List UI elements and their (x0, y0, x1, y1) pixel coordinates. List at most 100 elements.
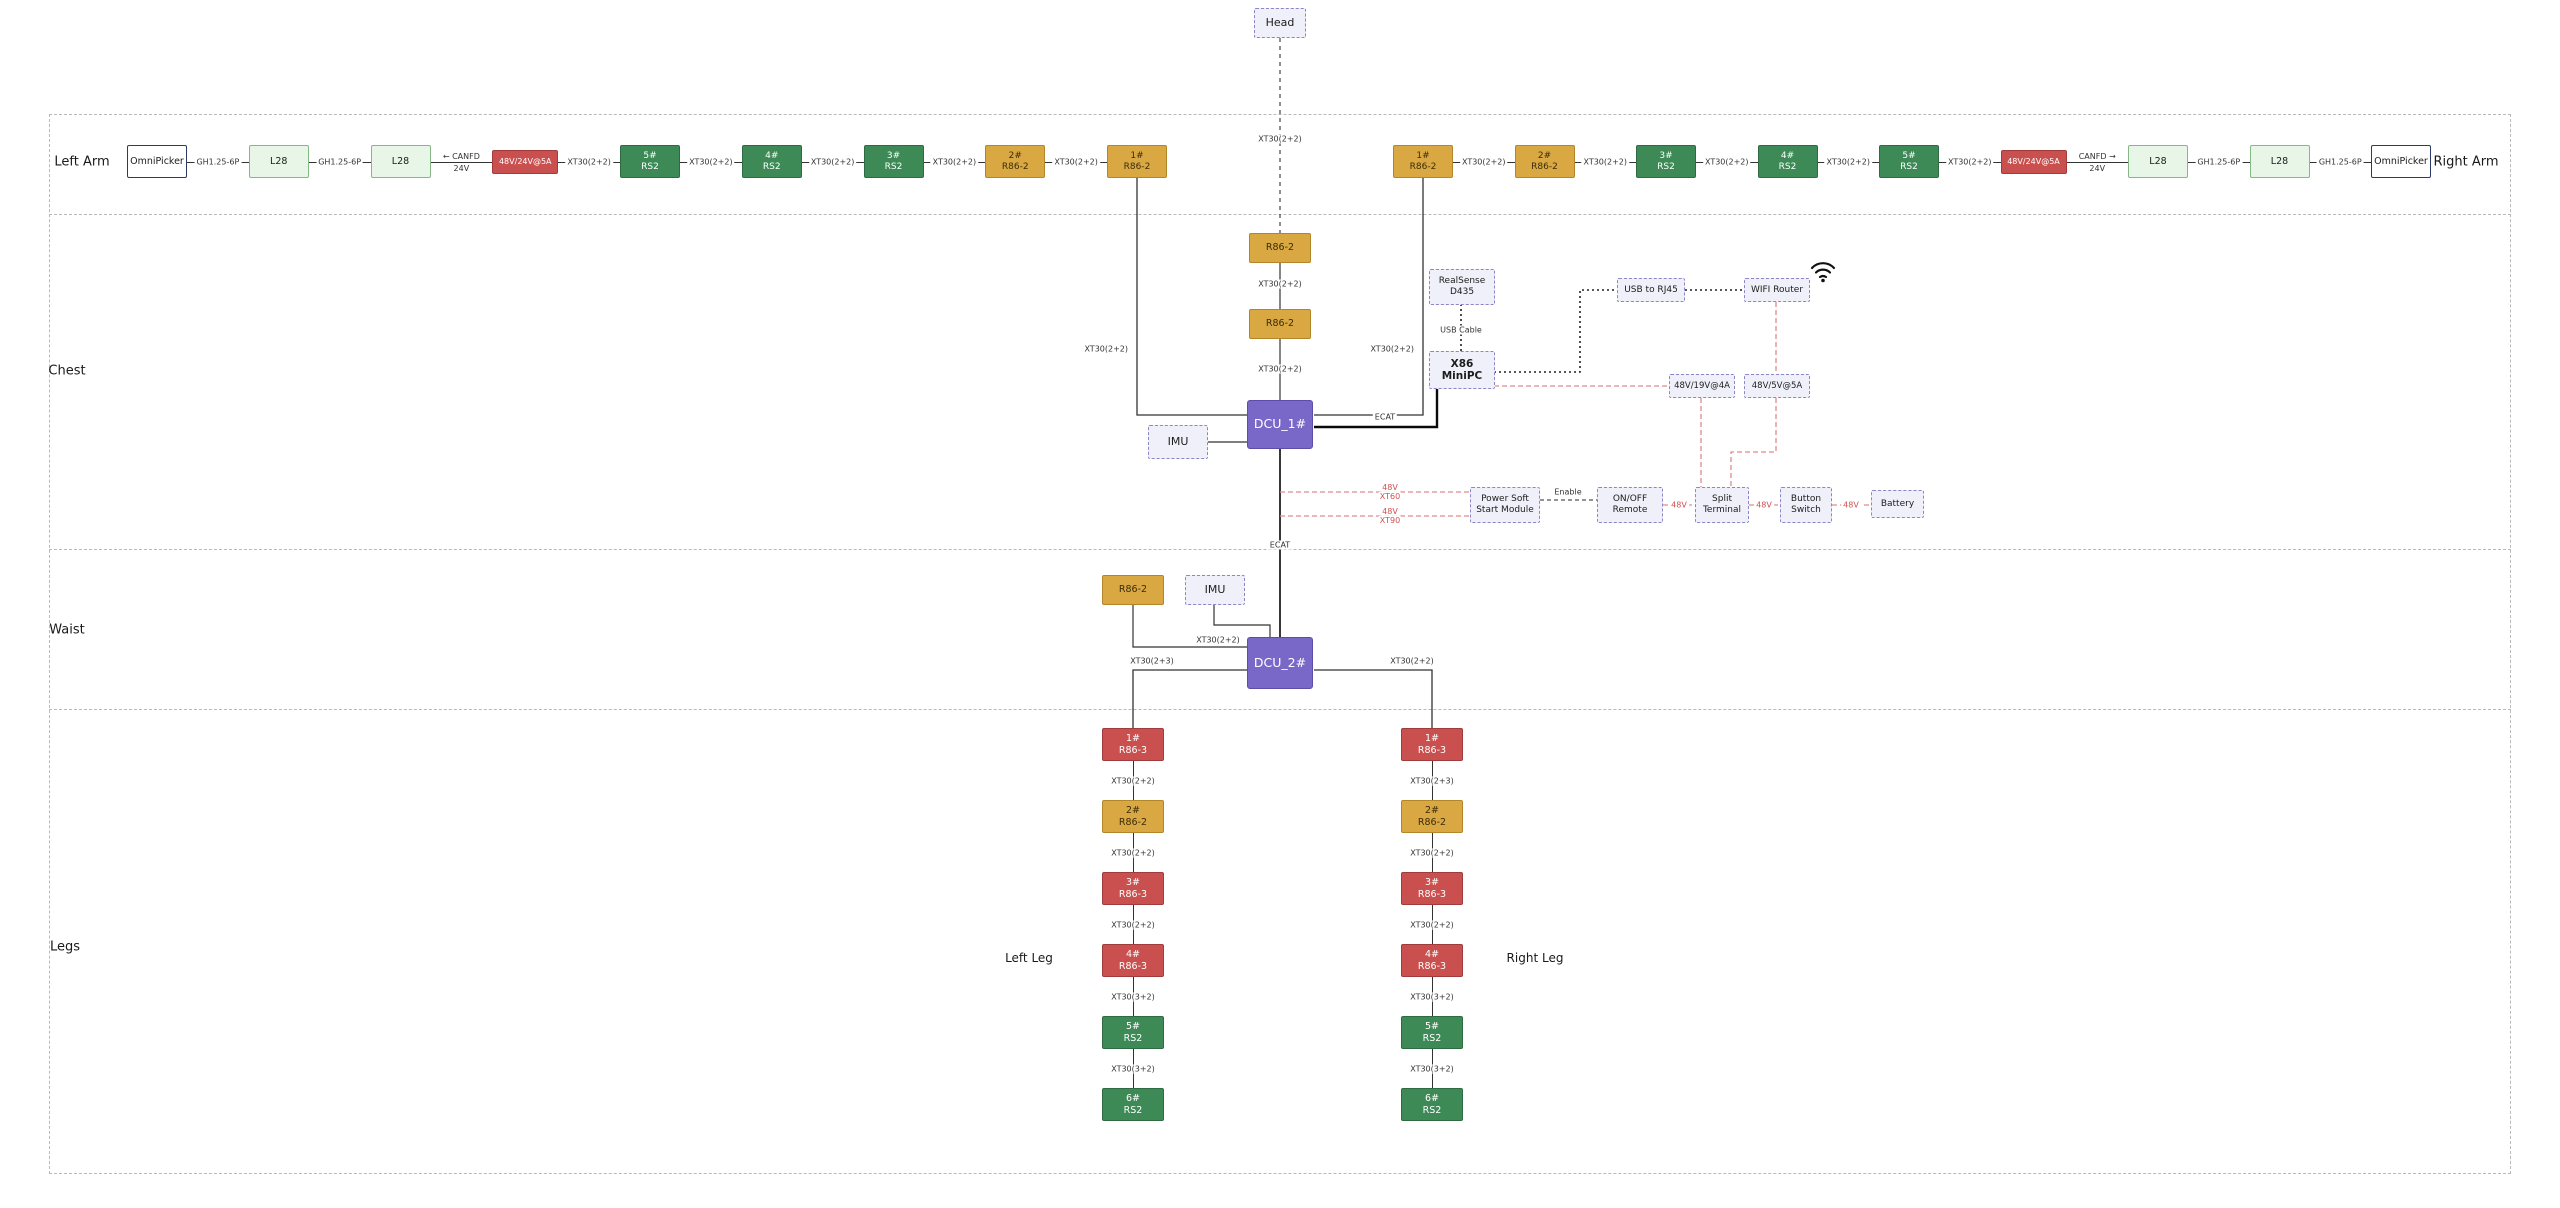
wire-label: XT30(3+2) (1109, 1064, 1157, 1073)
wifi-icon (1810, 262, 1836, 283)
component-label: 4# (765, 150, 779, 161)
wire-label: GH1.25-6P (194, 157, 242, 166)
left-leg-feed-label: XT30(2+3) (1128, 656, 1176, 666)
section-label-legs: Legs (49, 939, 81, 955)
xt60-voltage: 48V (1381, 482, 1399, 492)
component-label: 4# (1125, 949, 1140, 961)
component-sublabel: R86-3 (1417, 888, 1447, 900)
section-label-right-arm: Right Arm (2433, 154, 2499, 170)
component-box: 4# RS2 (1757, 145, 1818, 178)
wire-connector: XT30(2+2) (680, 145, 742, 178)
wire-label: XT30(2+2) (1945, 157, 1994, 166)
ecat-pc-label: ECAT (1372, 412, 1398, 422)
wire-label: XT30(2+2) (1824, 157, 1873, 166)
label-right-leg: Right Leg (1506, 951, 1564, 965)
battery-box: Battery (1871, 490, 1924, 518)
waist-imu-box: IMU (1185, 575, 1245, 605)
component-sublabel: RS2 (1778, 161, 1797, 172)
wire-connector: XT30(3+2) (1401, 1049, 1463, 1088)
component-box: 2# R86-2 (985, 145, 1046, 178)
component-sublabel: R86-3 (1118, 744, 1148, 756)
right-arm-chain: 1# R86-2 XT30(2+2) 2# R86-2 XT30(2+2) 3#… (1393, 145, 2431, 178)
voltage-label: 24V (2089, 163, 2106, 173)
canfd-wire-connector: ← CANFD 24V (430, 145, 493, 178)
component-box: 4# R86-3 (1102, 944, 1164, 977)
split-label-1: Split (1712, 494, 1732, 505)
component-box: 2# R86-2 (1102, 800, 1164, 833)
component-label: 2# (1125, 805, 1140, 817)
wire-label: GH1.25-6P (2316, 157, 2364, 166)
onoff-remote-box: ON/OFF Remote (1597, 487, 1663, 523)
soft-start-box: Power Soft Start Module (1470, 487, 1540, 523)
component-sublabel: RS2 (1657, 161, 1675, 172)
component-sublabel: R86-2 (1001, 161, 1029, 172)
head-wire-label: XT30(2+2) (1256, 134, 1304, 144)
wire-label: XT30(2+2) (1581, 157, 1630, 166)
wire-connector: XT30(2+2) (1045, 145, 1107, 178)
wire-connector: XT30(2+2) (801, 145, 864, 178)
section-label-left-arm: Left Arm (54, 154, 110, 170)
wire-label: XT30(3+2) (1109, 992, 1157, 1001)
component-box: 48V/24V@5A (2000, 149, 2067, 174)
wire-connector: XT30(2+2) (1102, 761, 1164, 800)
component-sublabel: RS2 (1900, 161, 1918, 172)
realsense-label-2: D435 (1449, 287, 1475, 297)
component-box: L28 (370, 145, 431, 178)
enable-label: Enable (1552, 487, 1584, 497)
component-label: 2# (1537, 150, 1552, 161)
chest-wire-top-label: XT30(2+2) (1256, 279, 1304, 289)
component-label: 1# (1125, 733, 1140, 745)
divider-arms-chest (49, 214, 2511, 215)
v48-label-b: 48V (1754, 500, 1774, 510)
waist-r86-box: R86-2 (1102, 575, 1164, 605)
wire-label: XT30(2+2) (1408, 848, 1456, 857)
wire-label: XT30(2+2) (565, 157, 613, 166)
dcu1-box: DCU_1# (1247, 400, 1313, 449)
v48-label-a: 48V (1669, 500, 1689, 510)
component-box: 3# R86-3 (1401, 872, 1463, 905)
component-sublabel: R86-3 (1417, 960, 1447, 972)
onoff-label-1: ON/OFF (1612, 494, 1648, 505)
wire-connector: XT30(3+2) (1102, 977, 1164, 1016)
wire-connector: GH1.25-6P (2188, 145, 2250, 178)
soft-start-label-1: Power Soft (1481, 494, 1529, 505)
label-left-leg: Left Leg (1005, 951, 1053, 965)
component-sublabel: R86-2 (1531, 161, 1558, 172)
component-label: 5# (643, 150, 657, 161)
wire-connector: XT30(2+2) (1102, 905, 1164, 944)
wire-connector: XT30(2+2) (1401, 905, 1463, 944)
component-sublabel: RS2 (641, 161, 659, 172)
wire-connector: XT30(2+2) (1696, 145, 1758, 178)
wire-label: GH1.25-6P (2195, 157, 2243, 166)
right-leg-feed-label: XT30(2+2) (1388, 656, 1436, 666)
wifi-router-box: WIFI Router (1744, 278, 1810, 302)
wire-label: XT30(2+2) (930, 157, 979, 166)
wire-connector: GH1.25-6P (2309, 145, 2372, 178)
section-label-waist: Waist (49, 622, 85, 638)
chest-imu-box: IMU (1148, 425, 1208, 459)
component-sublabel: RS2 (884, 161, 903, 172)
realsense-label-1: RealSense (1438, 276, 1486, 287)
component-box: OmniPicker (127, 145, 187, 178)
component-label: 3# (1659, 150, 1673, 161)
component-box: 3# R86-3 (1102, 872, 1164, 905)
ecat-trunk-label: ECAT (1267, 540, 1293, 550)
xt90-connector: XT90 (1378, 516, 1402, 526)
component-label: 4# (1780, 150, 1795, 161)
chest-r86-top-box: R86-2 (1249, 233, 1311, 263)
component-box: 5# RS2 (1102, 1016, 1164, 1049)
component-box: 2# R86-2 (1401, 800, 1463, 833)
adapter-5v-box: 48V/5V@5A (1744, 374, 1810, 398)
component-label: 1# (1416, 150, 1430, 161)
component-box: 6# RS2 (1102, 1088, 1164, 1121)
wire-label: XT30(2+2) (1109, 920, 1157, 929)
component-label: 4# (1424, 949, 1439, 961)
power-wire-xt90-label: 48V XT90 (1378, 506, 1402, 526)
wire-connector: XT30(2+2) (558, 145, 620, 178)
xt60-connector: XT60 (1378, 492, 1402, 502)
divider-waist-legs (49, 709, 2511, 710)
component-label: 3# (1125, 877, 1140, 889)
component-label: 5# (1424, 1021, 1439, 1033)
component-sublabel: RS2 (1422, 1032, 1442, 1044)
component-label: OmniPicker (2374, 155, 2428, 167)
